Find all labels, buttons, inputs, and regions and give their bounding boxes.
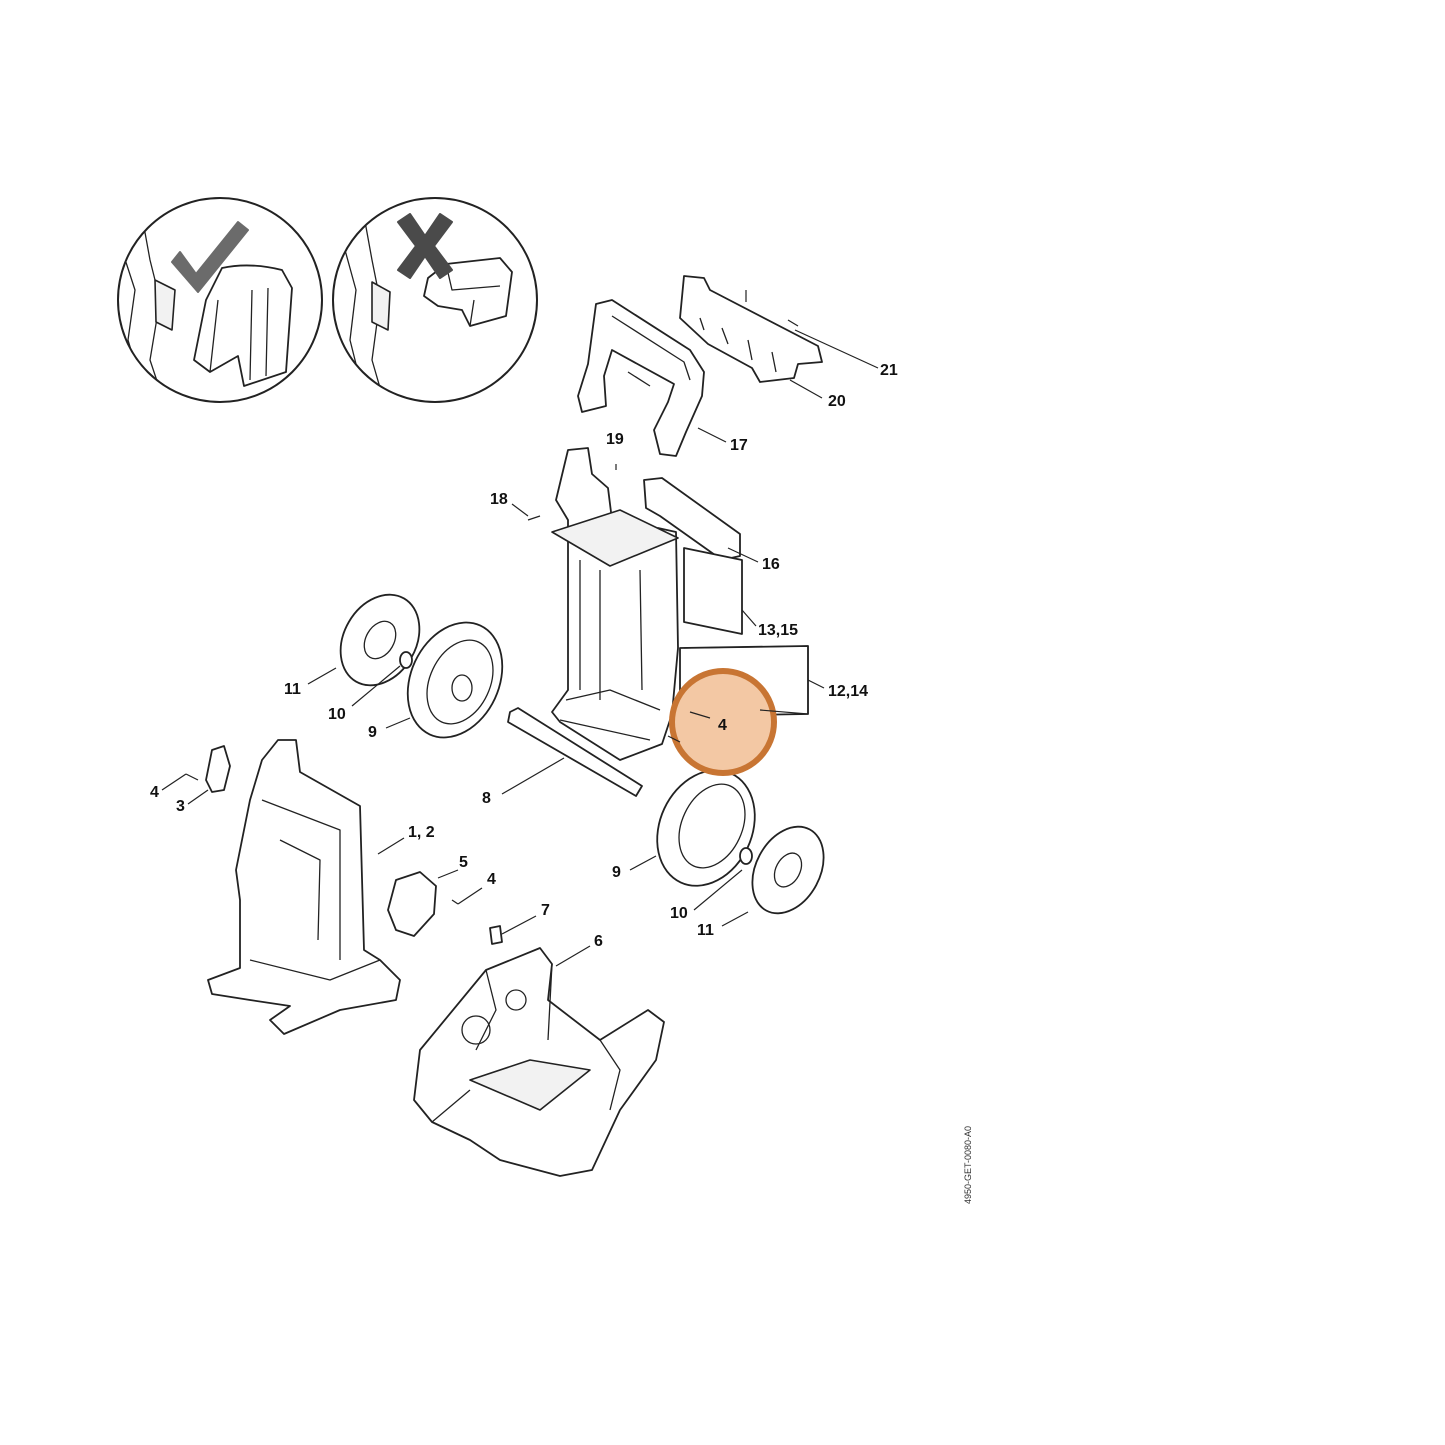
callout-12-14: 12,14 bbox=[828, 683, 868, 700]
clip-part-7 bbox=[489, 925, 503, 945]
callout-4-mid: 4 bbox=[487, 871, 496, 888]
callout-10-right: 10 bbox=[670, 905, 688, 922]
check-mark-icon bbox=[171, 221, 249, 293]
callout-1-2: 1, 2 bbox=[408, 824, 435, 841]
callout-18: 18 bbox=[490, 491, 508, 508]
callout-11-left: 11 bbox=[284, 681, 301, 698]
cross-mark-icon bbox=[397, 213, 453, 279]
highlight-part-4 bbox=[669, 668, 777, 776]
callout-10-left: 10 bbox=[328, 706, 346, 723]
callout-7: 7 bbox=[541, 902, 550, 919]
wheel-right-group bbox=[656, 769, 825, 915]
axle-part-8 bbox=[507, 707, 643, 797]
callout-8: 8 bbox=[482, 790, 491, 807]
callout-11-right: 11 bbox=[697, 922, 714, 939]
callout-labels: 21 20 17 19 18 16 13,15 12,14 4 11 10 9 … bbox=[150, 362, 898, 950]
callout-20: 20 bbox=[828, 393, 846, 410]
wheel-left-group bbox=[339, 593, 504, 739]
inset-correct bbox=[117, 197, 323, 403]
callout-4-left: 4 bbox=[150, 784, 159, 801]
callout-5: 5 bbox=[459, 854, 468, 871]
callout-13-15: 13,15 bbox=[758, 622, 798, 639]
base-part-6 bbox=[413, 947, 665, 1177]
leader-lines bbox=[161, 329, 879, 967]
callout-17: 17 bbox=[730, 437, 748, 454]
callout-19: 19 bbox=[606, 431, 624, 448]
callout-16: 16 bbox=[762, 556, 780, 573]
callout-6: 6 bbox=[594, 933, 603, 950]
front-housing-part-1-2 bbox=[185, 739, 401, 1035]
document-code-text: 4950-GET-0080-A0 bbox=[963, 1125, 973, 1205]
cover-part-5 bbox=[387, 871, 459, 937]
callout-3: 3 bbox=[176, 798, 185, 815]
inset-wrong bbox=[332, 197, 538, 403]
callout-9-left: 9 bbox=[368, 724, 377, 741]
document-code: 4950-GET-0080-A0 bbox=[958, 1120, 978, 1210]
bracket-part-20 bbox=[679, 275, 823, 383]
handle-part-17 bbox=[577, 299, 705, 457]
callout-9-right: 9 bbox=[612, 864, 621, 881]
callout-4-highlight: 4 bbox=[718, 717, 727, 734]
callout-21: 21 bbox=[880, 362, 898, 379]
